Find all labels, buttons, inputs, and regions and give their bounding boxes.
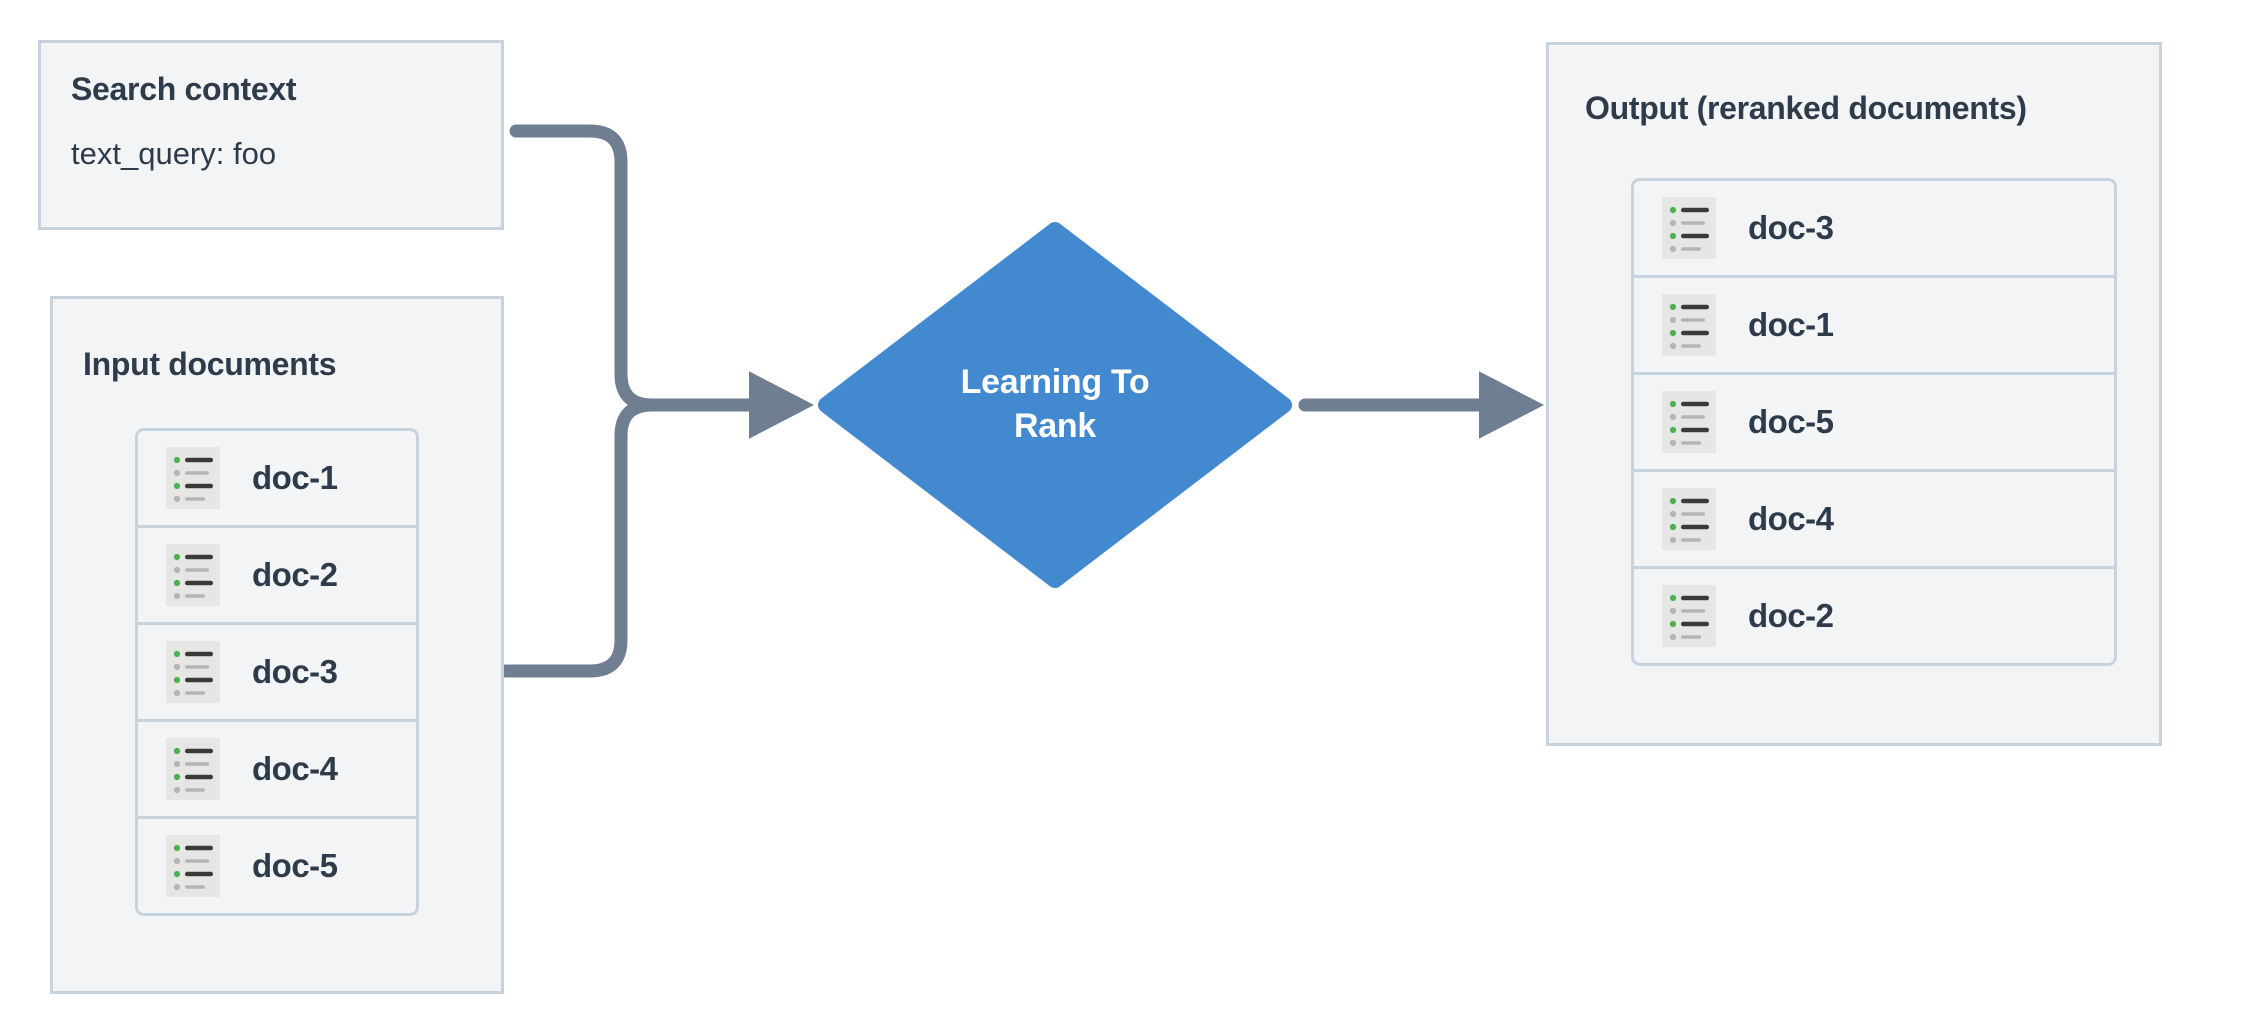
document-list-icon <box>1662 585 1716 647</box>
document-list-icon <box>1662 391 1716 453</box>
document-list-icon <box>166 641 220 703</box>
search-context-query-value: text_query: foo <box>71 136 277 171</box>
output-document-row[interactable]: doc-5 <box>1631 372 2117 472</box>
connector-search-context-to-ltr <box>509 124 814 439</box>
output-document-label: doc-1 <box>1748 306 1834 343</box>
document-list-icon <box>166 835 220 897</box>
diamond-shape <box>818 222 1292 588</box>
input-document-row[interactable]: doc-3 <box>135 622 419 722</box>
output-document-row[interactable]: doc-1 <box>1631 275 2117 375</box>
document-list-icon <box>1662 294 1716 356</box>
input-document-row[interactable]: doc-1 <box>135 428 419 528</box>
input-document-label: doc-2 <box>252 556 338 593</box>
input-document-row[interactable]: doc-4 <box>135 719 419 819</box>
output-documents-title: Output (reranked documents) <box>1585 90 2027 126</box>
input-document-label: doc-4 <box>252 750 338 787</box>
input-document-label: doc-1 <box>252 459 338 496</box>
document-list-icon <box>1662 197 1716 259</box>
output-document-label: doc-5 <box>1748 403 1834 440</box>
document-list-icon <box>166 738 220 800</box>
output-document-label: doc-3 <box>1748 209 1834 246</box>
input-document-row[interactable]: doc-5 <box>135 816 419 916</box>
document-list-icon <box>1662 488 1716 550</box>
document-list-icon <box>166 544 220 606</box>
input-document-label: doc-5 <box>252 847 338 884</box>
input-documents-list: doc-1 doc-2 doc-3 doc-4 doc-5 <box>135 428 419 916</box>
output-document-label: doc-4 <box>1748 500 1834 537</box>
document-list-icon <box>166 447 220 509</box>
search-context-panel: Search context text_query: foo <box>38 40 504 230</box>
input-documents-title: Input documents <box>83 346 337 382</box>
output-document-row[interactable]: doc-2 <box>1631 566 2117 666</box>
search-context-title: Search context <box>71 71 297 107</box>
output-document-label: doc-2 <box>1748 597 1834 634</box>
output-document-row[interactable]: doc-3 <box>1631 178 2117 278</box>
input-document-row[interactable]: doc-2 <box>135 525 419 625</box>
input-document-label: doc-3 <box>252 653 338 690</box>
output-documents-list: doc-3 doc-1 doc-5 doc-4 doc-2 <box>1631 178 2117 666</box>
output-document-row[interactable]: doc-4 <box>1631 469 2117 569</box>
connector-input-documents-to-ltr <box>499 398 782 678</box>
